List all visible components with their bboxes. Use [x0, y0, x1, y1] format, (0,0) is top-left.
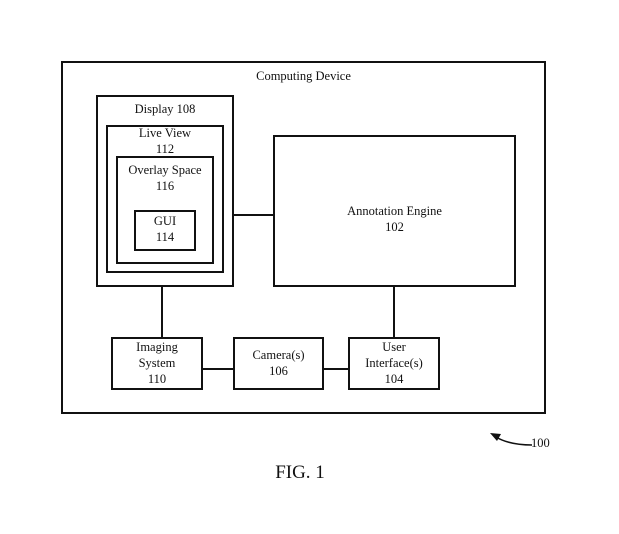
imaging-system-ref: 110 [147, 372, 167, 386]
annotation-engine-ref: 102 [385, 220, 404, 234]
connector-imaging-camera [202, 368, 234, 370]
live-view-label: Live View [138, 126, 192, 140]
annotation-engine-label: Annotation Engine [347, 204, 442, 218]
overlay-space-label: Overlay Space [128, 163, 202, 177]
gui-box [134, 210, 196, 251]
imaging-system-label-1: Imaging [136, 340, 178, 354]
reference-arrow-icon [490, 433, 533, 446]
connector-engine-ui [393, 286, 395, 338]
cameras-label: Camera(s) [252, 348, 305, 362]
annotation-engine-box [273, 135, 516, 287]
connector-camera-ui [323, 368, 349, 370]
user-interfaces-box [348, 337, 440, 390]
display-label: Display 108 [134, 102, 196, 116]
computing-device-label: Computing Device [256, 69, 351, 83]
connector-display-imaging [161, 286, 163, 338]
user-interfaces-label-2: Interface(s) [365, 356, 423, 370]
cameras-ref: 106 [269, 364, 288, 378]
imaging-system-label-2: System [138, 356, 176, 370]
overlay-space-ref: 116 [155, 179, 175, 193]
user-interfaces-label-1: User [382, 340, 406, 354]
figure-caption: FIG. 1 [275, 462, 325, 483]
cameras-box [233, 337, 324, 390]
gui-ref: 114 [155, 230, 175, 244]
user-interfaces-ref: 104 [384, 372, 404, 386]
connector-display-engine [233, 214, 274, 216]
live-view-ref: 112 [155, 142, 175, 156]
imaging-system-box [111, 337, 203, 390]
figure-ref-number: 100 [531, 436, 550, 450]
gui-label: GUI [153, 214, 177, 228]
